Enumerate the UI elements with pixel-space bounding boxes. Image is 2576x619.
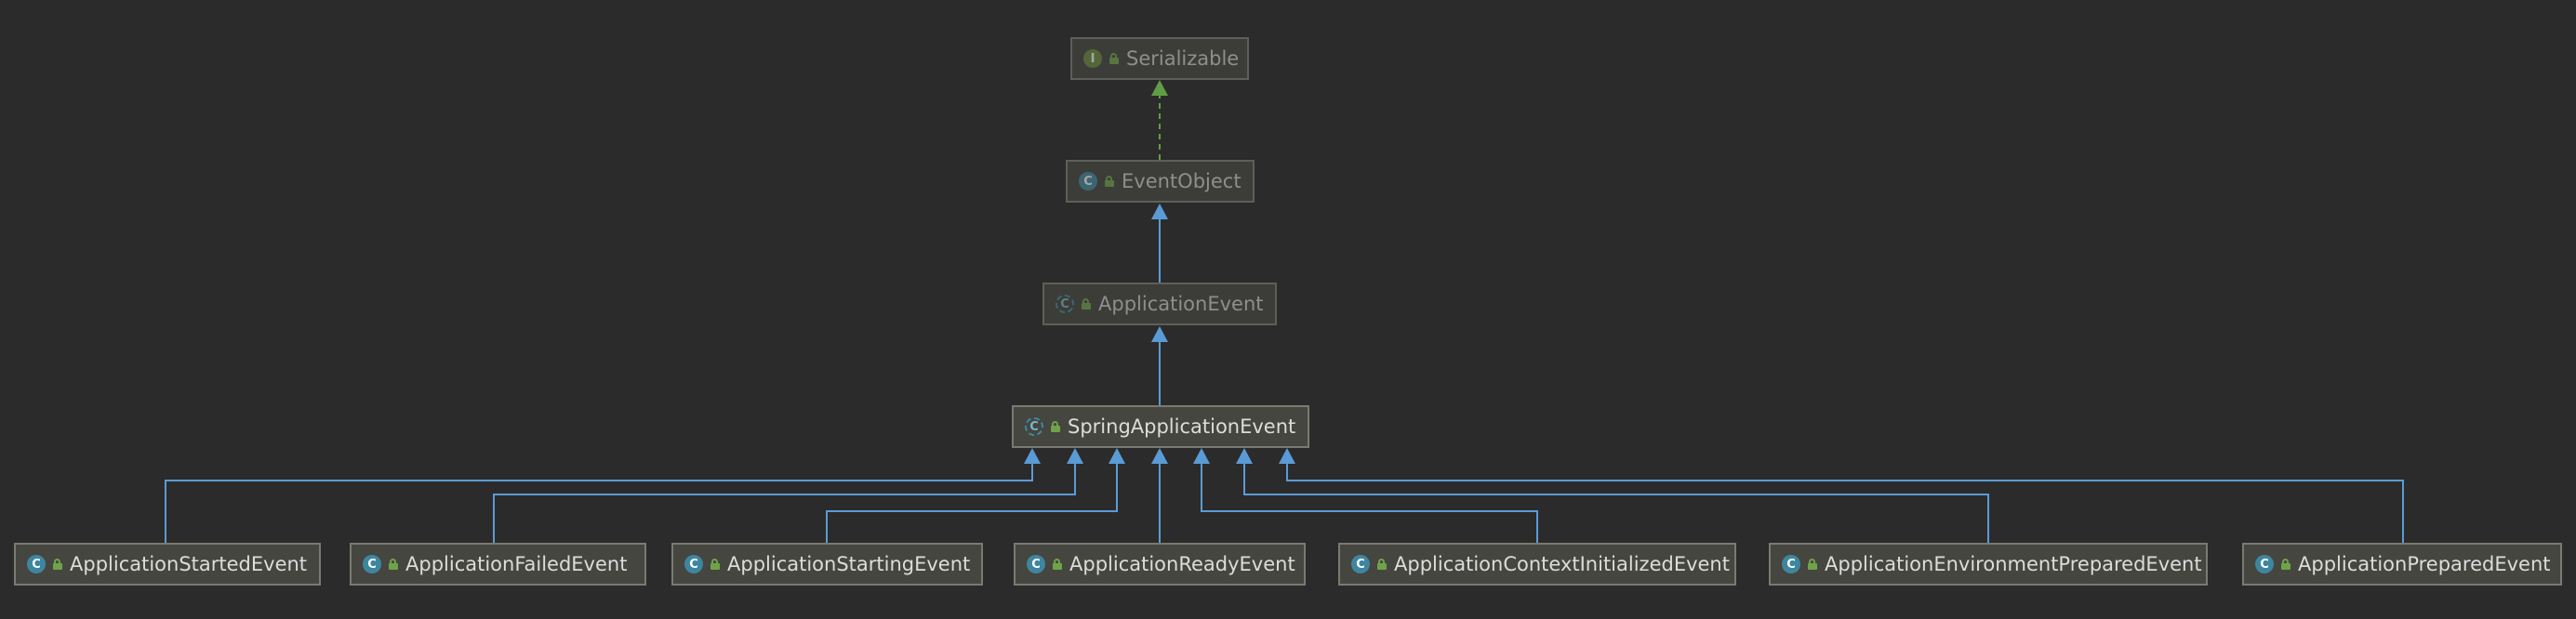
visibility-public-icon [2281,559,2292,570]
node-applicationevent[interactable]: C ApplicationEvent [1042,283,1277,325]
node-label: ApplicationStartedEvent [70,553,308,575]
visibility-public-icon [1051,421,1062,432]
node-label: SpringApplicationEvent [1068,415,1296,438]
node-label: ApplicationEvent [1098,293,1264,315]
node-eventobject[interactable]: C EventObject [1066,160,1255,203]
extends-arrowhead [1067,448,1083,464]
extends-arrowhead [1151,204,1168,219]
class-icon: C [684,555,703,573]
visibility-public-icon [1808,559,1819,570]
abstract-class-icon: C [1056,295,1074,313]
node-label: ApplicationStartingEvent [727,553,971,575]
visibility-public-icon [53,559,64,570]
extends-arrowhead [1193,448,1210,464]
node-applicationfailedevent[interactable]: C ApplicationFailedEvent [350,543,646,586]
extends-edge [1201,464,1538,543]
extends-edge [826,464,1118,543]
class-icon: C [1351,555,1370,573]
node-label: ApplicationFailedEvent [405,553,628,575]
extends-edge [1286,464,2404,543]
node-label: Serializable [1126,47,1240,70]
extends-edge [1243,464,1989,543]
node-applicationstartedevent[interactable]: C ApplicationStartedEvent [14,543,321,586]
node-serializable[interactable]: I Serializable [1070,37,1249,80]
abstract-class-icon: C [1025,417,1043,436]
class-icon: C [1782,555,1800,573]
extends-arrowhead [1109,448,1125,464]
class-icon: C [27,555,46,573]
node-label: ApplicationPreparedEvent [2298,553,2551,575]
extends-edge [493,464,1076,543]
interface-icon: I [1083,49,1102,68]
visibility-public-icon [1082,298,1093,310]
node-label: ApplicationEnvironmentPreparedEvent [1825,553,2202,575]
node-label: ApplicationContextInitializedEvent [1394,553,1730,575]
visibility-public-icon [710,559,722,570]
node-applicationreadyevent[interactable]: C ApplicationReadyEvent [1014,543,1306,586]
class-icon: C [1027,555,1045,573]
node-applicationpreparedevent[interactable]: C ApplicationPreparedEvent [2242,543,2562,586]
node-applicationenvironmentpreparedevent[interactable]: C ApplicationEnvironmentPreparedEvent [1769,543,2208,586]
extends-arrowhead [1151,326,1168,342]
node-applicationstartingevent[interactable]: C ApplicationStartingEvent [671,543,983,586]
class-icon: C [1079,172,1097,191]
node-springapplicationevent[interactable]: C SpringApplicationEvent [1012,405,1309,448]
class-icon: C [363,555,381,573]
visibility-public-icon [1377,559,1388,570]
visibility-public-icon [1109,53,1121,64]
visibility-public-icon [1105,176,1116,187]
extends-arrowhead [1024,448,1041,464]
node-label: ApplicationReadyEvent [1069,553,1295,575]
extends-arrowhead [1279,448,1295,464]
implements-arrowhead [1151,80,1168,96]
extends-edge [165,464,1033,543]
extends-arrowhead [1236,448,1253,464]
node-applicationcontextinitializedevent[interactable]: C ApplicationContextInitializedEvent [1338,543,1736,586]
visibility-public-icon [389,559,400,570]
extends-arrowhead [1151,448,1168,464]
visibility-public-icon [1053,559,1064,570]
node-label: EventObject [1122,170,1242,192]
class-icon: C [2255,555,2274,573]
